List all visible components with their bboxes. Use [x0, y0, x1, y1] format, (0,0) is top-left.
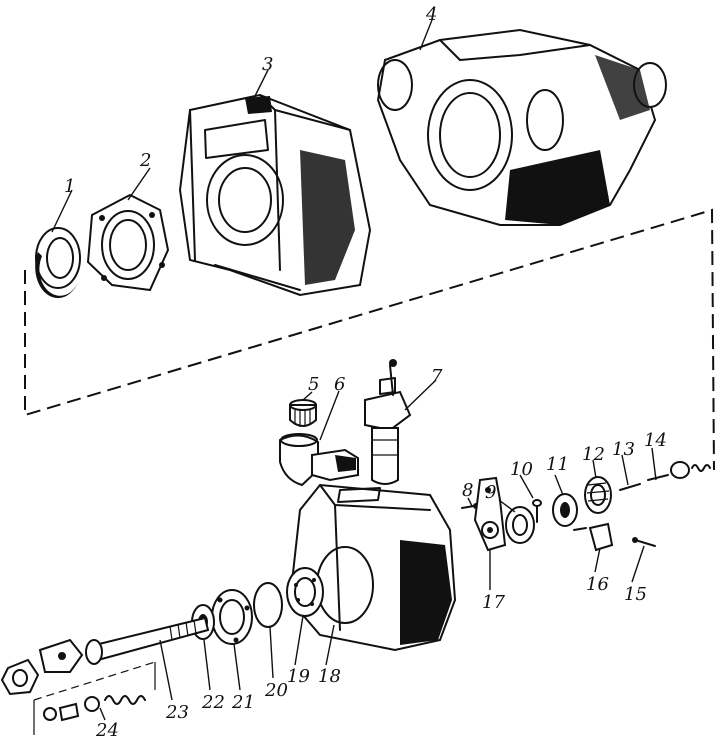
assembly-dashed-line: [24, 208, 715, 471]
part-5-cap: [289, 399, 317, 427]
callout-22: 22: [201, 692, 225, 713]
callout-2: 2: [139, 150, 151, 171]
part-20-snap-ring: [253, 582, 283, 628]
callout-4: 4: [425, 4, 437, 25]
callout-1: 1: [64, 176, 75, 197]
callout-20: 20: [264, 680, 288, 701]
part-6-elbow-fitting: [279, 433, 359, 487]
part-3-intermediate-housing: [178, 93, 372, 297]
callout-13: 13: [612, 439, 635, 460]
callout-16: 16: [586, 574, 609, 595]
callout-23: 23: [165, 702, 189, 723]
part-19-bearing: [286, 567, 324, 617]
part-9-washer: [505, 506, 535, 544]
leader-lines: [51, 19, 657, 721]
callout-15: 15: [624, 584, 647, 605]
part-24-parts-set: [0, 638, 156, 735]
part-17-lever: [473, 476, 507, 552]
callout-10: 10: [510, 459, 533, 480]
part-18-gearbox-housing: [288, 483, 457, 652]
callout-9: 9: [485, 482, 496, 503]
part-12-threaded-sleeve: [584, 476, 612, 514]
part-4-main-housing: [376, 28, 667, 226]
callout-5: 5: [308, 374, 319, 395]
part-15-pin: [632, 537, 656, 547]
callout-17: 17: [482, 592, 505, 613]
callout-3: 3: [262, 54, 273, 75]
part-21-flange: [211, 589, 253, 645]
callout-6: 6: [334, 374, 345, 395]
callout-8: 8: [462, 480, 473, 501]
part-14-rod-spring: [647, 461, 711, 481]
callout-18: 18: [318, 666, 341, 687]
callout-labels: 1 2 3 4 5 6 7 8 9 10 11 12 13 14 15 16 1…: [64, 4, 667, 739]
part-1-seal-ring: [35, 227, 81, 299]
part-16-clip: [573, 522, 614, 552]
callout-7: 7: [431, 366, 443, 387]
part-11-bushing: [552, 493, 578, 527]
callout-21: 21: [231, 692, 255, 713]
callout-24: 24: [95, 720, 119, 739]
callout-12: 12: [582, 444, 605, 465]
part-10-pin: [532, 499, 542, 523]
part-7-valve-unit: [364, 359, 412, 485]
part-13-pin: [619, 483, 641, 491]
part-2-flange-cover: [86, 193, 170, 292]
callout-14: 14: [644, 430, 667, 451]
part-23-shaft: [85, 616, 210, 665]
callout-11: 11: [546, 454, 569, 475]
callout-19: 19: [287, 666, 310, 687]
